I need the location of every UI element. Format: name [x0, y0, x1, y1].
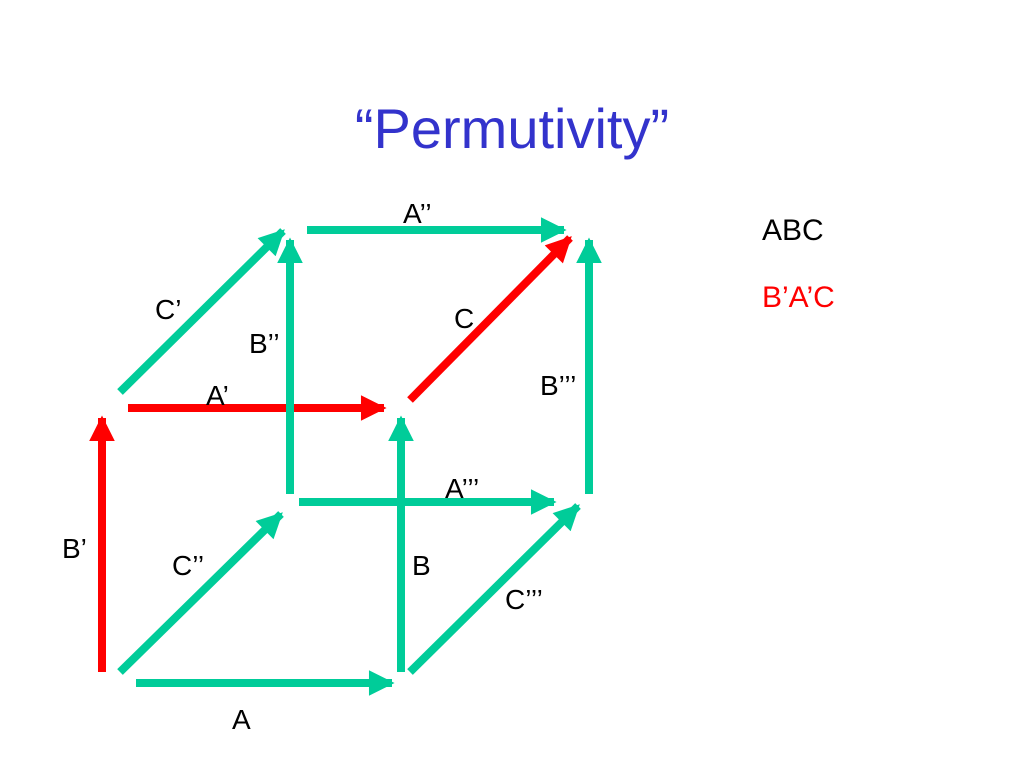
- label-C: C: [454, 303, 475, 334]
- label-A1: A’: [206, 380, 229, 411]
- label-C1: C’: [155, 294, 182, 325]
- arrow-C: [407, 235, 573, 403]
- label-C3: C’’’: [505, 584, 543, 615]
- label-B3: B’’’: [540, 370, 577, 401]
- page-title: “Permutivity”: [354, 97, 670, 160]
- label-A2: A’’: [403, 198, 432, 229]
- label-B1: B’: [62, 533, 87, 564]
- label-C2: C’’: [172, 550, 205, 581]
- label-B: B: [412, 550, 431, 581]
- arrow-C3: [407, 503, 581, 675]
- sequence-abc: ABC: [762, 214, 824, 247]
- label-A3: A’’’: [445, 473, 480, 504]
- arrow-C1: [117, 228, 286, 395]
- label-A: A: [232, 704, 251, 735]
- label-B2: B’’: [249, 328, 280, 359]
- sequence-b-a-c: B’A’C: [762, 281, 835, 314]
- arrow-C2: [117, 511, 284, 675]
